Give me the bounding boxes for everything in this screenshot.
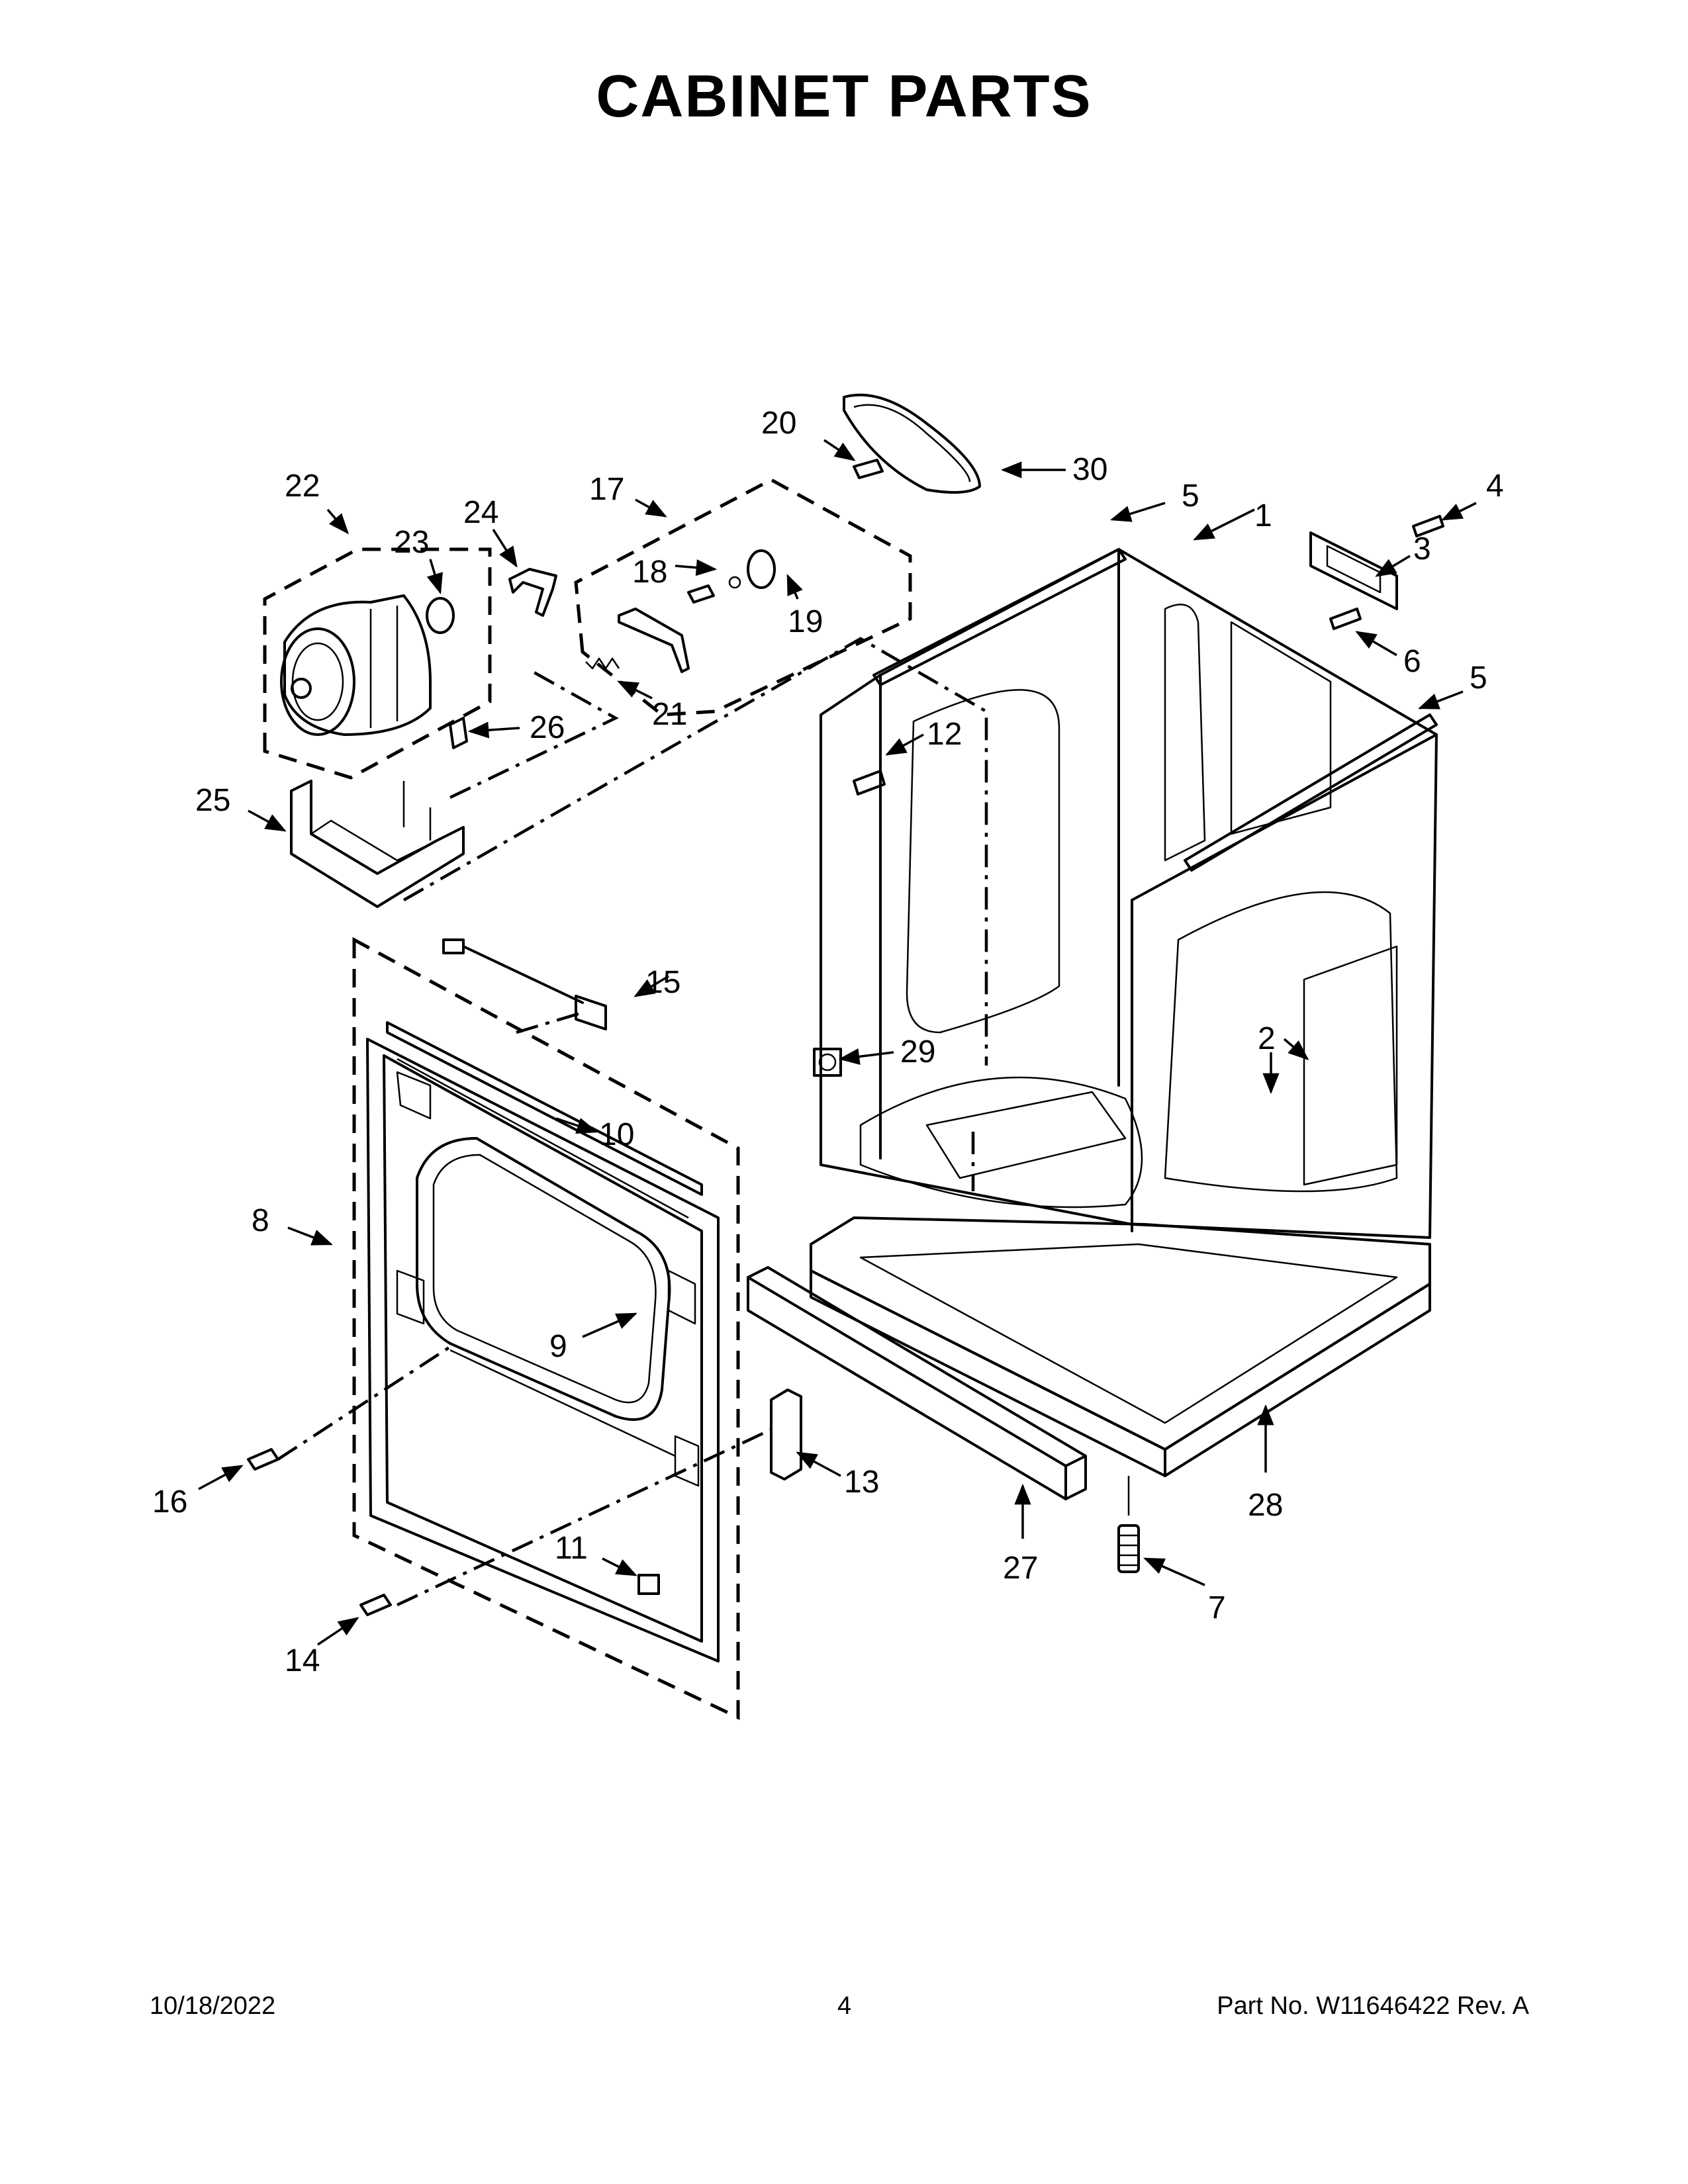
- callout-21: 21: [652, 697, 687, 732]
- toe-kick: [747, 1266, 1087, 1500]
- leveling-leg: [1117, 1476, 1140, 1573]
- callout-3: 3: [1413, 531, 1431, 567]
- leader-arrows: [198, 439, 1477, 1646]
- screw-12: [853, 770, 886, 796]
- assembly-line-idler: [402, 637, 988, 1066]
- screw-16: [247, 1448, 279, 1471]
- callout-7: 7: [1208, 1590, 1226, 1625]
- drum-belt: [843, 393, 981, 494]
- top-rail-front: [1184, 713, 1438, 872]
- footer-date: 10/18/2022: [150, 1992, 276, 2020]
- callout-22: 22: [285, 469, 320, 504]
- callout-14: 14: [285, 1643, 320, 1678]
- callout-28: 28: [1248, 1488, 1283, 1523]
- idler-shaft: [687, 584, 715, 604]
- callout-6: 6: [1403, 644, 1421, 679]
- callout-20: 20: [761, 406, 796, 441]
- callout-18: 18: [632, 555, 667, 590]
- assembly-line-harness: [516, 1011, 583, 1034]
- callout-17: 17: [589, 472, 624, 507]
- assembly-line-screw-16: [277, 1345, 451, 1461]
- callout-25: 25: [195, 783, 230, 818]
- grommet-29: [813, 1048, 842, 1077]
- motor-pulley: [426, 597, 455, 634]
- harness: [442, 938, 607, 1030]
- callout-12: 12: [927, 717, 962, 752]
- callout-8: 8: [252, 1203, 269, 1238]
- screw-26: [449, 717, 468, 749]
- screw-20: [853, 459, 884, 479]
- cabinet-body: [820, 548, 1438, 1239]
- assembly-line-motor: [449, 670, 619, 799]
- callout-labels: 1 2 3 4 5 5 6 7 8 9 10 11 12 13 14 15 16…: [152, 406, 1504, 1678]
- page-title: CABINET PARTS: [596, 64, 1092, 130]
- callout-15: 15: [645, 965, 680, 1000]
- idler-spring: [585, 657, 620, 670]
- screw-4: [1412, 515, 1444, 537]
- assembly-line-door: [397, 1428, 772, 1607]
- footer-page-number: 4: [837, 1992, 852, 2020]
- callout-5-top: 5: [1182, 478, 1199, 514]
- callout-24: 24: [463, 495, 498, 530]
- callout-23: 23: [394, 525, 429, 560]
- callout-9: 9: [549, 1329, 567, 1364]
- callout-11: 11: [555, 1531, 588, 1566]
- access-cover: [1309, 531, 1398, 610]
- screw-14: [359, 1594, 392, 1616]
- callout-26: 26: [530, 710, 565, 745]
- callout-5-front: 5: [1470, 660, 1487, 696]
- motor-mount-bracket: [290, 780, 465, 908]
- motor-clip: [508, 568, 557, 617]
- top-rail-rear: [872, 548, 1127, 686]
- footer-part-number: Part No. W11646422 Rev. A: [1217, 1992, 1529, 2020]
- callout-4: 4: [1486, 469, 1504, 504]
- callout-27: 27: [1003, 1551, 1038, 1586]
- drive-motor: [280, 594, 432, 736]
- door-strike: [770, 1388, 802, 1480]
- callout-1: 1: [1254, 498, 1272, 533]
- callout-13: 13: [844, 1465, 879, 1500]
- callout-29: 29: [900, 1034, 935, 1069]
- group-outline-front-panel: [352, 936, 740, 1720]
- callout-30: 30: [1072, 452, 1107, 487]
- callout-2: 2: [1258, 1021, 1276, 1056]
- idler-bracket: [618, 608, 690, 673]
- callout-10: 10: [599, 1117, 634, 1152]
- front-panel: [366, 1038, 720, 1662]
- callout-16: 16: [152, 1484, 187, 1520]
- screw-6: [1329, 608, 1362, 630]
- panel-bracket-10: [386, 1021, 703, 1196]
- group-outline-motor: [263, 547, 492, 780]
- base: [810, 1216, 1431, 1477]
- idler-pulley: [728, 549, 776, 589]
- callout-19: 19: [788, 604, 823, 639]
- group-outline-idler: [574, 478, 912, 717]
